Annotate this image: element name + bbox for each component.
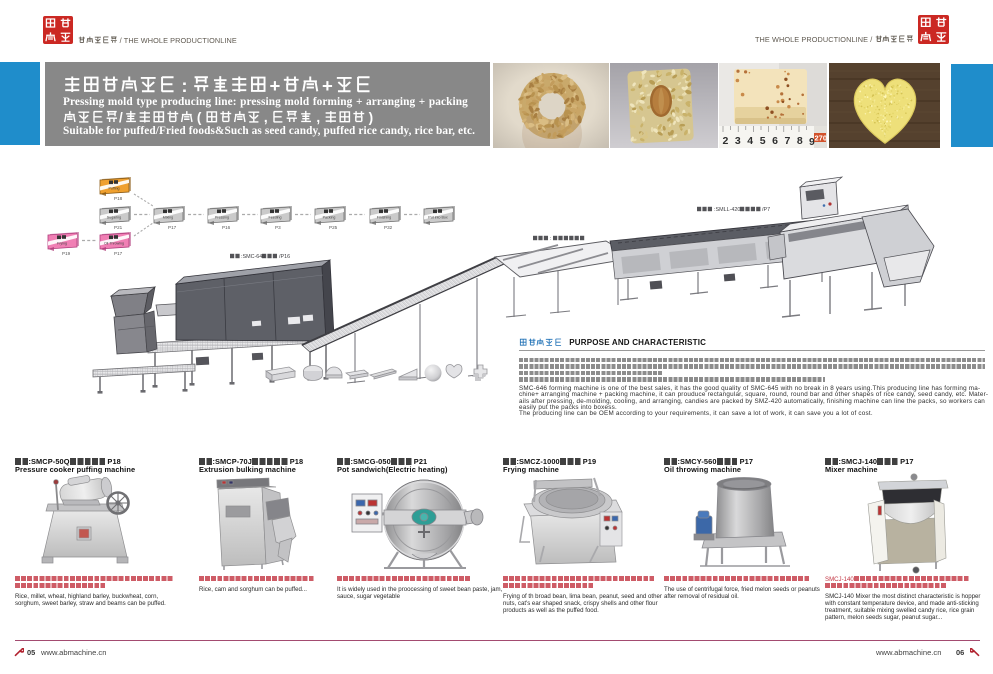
svg-text:Packing: Packing bbox=[323, 216, 336, 220]
svg-text:P25: P25 bbox=[329, 225, 338, 230]
svg-text::SMLL-420: :SMLL-420 bbox=[714, 207, 740, 213]
svg-text:4: 4 bbox=[747, 135, 753, 147]
svg-text:P17: P17 bbox=[168, 225, 177, 230]
svg-text:P17: P17 bbox=[114, 251, 123, 256]
svg-text:Feeding: Feeding bbox=[269, 216, 282, 220]
svg-text:P21: P21 bbox=[114, 225, 123, 230]
svg-text:Puffing: Puffing bbox=[108, 187, 119, 191]
svg-text:7: 7 bbox=[785, 135, 791, 147]
svg-text:270: 270 bbox=[815, 134, 828, 143]
svg-text:P3: P3 bbox=[275, 225, 281, 230]
svg-text:5: 5 bbox=[760, 135, 766, 147]
svg-text::SMC-646: :SMC-646 bbox=[241, 254, 265, 260]
svg-text:Pressing: Pressing bbox=[215, 216, 229, 220]
svg-text:Sugaring: Sugaring bbox=[107, 216, 121, 220]
svg-text:P32: P32 bbox=[384, 225, 393, 230]
svg-text:3: 3 bbox=[735, 135, 741, 147]
svg-text:Put into Box: Put into Box bbox=[428, 216, 448, 220]
svg-text:/P7: /P7 bbox=[762, 207, 770, 213]
svg-text:8: 8 bbox=[797, 135, 803, 147]
svg-text:P18: P18 bbox=[114, 196, 123, 201]
svg-text:Finishing: Finishing bbox=[377, 216, 391, 220]
svg-text:P16: P16 bbox=[222, 225, 231, 230]
svg-text:2: 2 bbox=[723, 135, 729, 147]
svg-text::: : bbox=[550, 236, 552, 242]
svg-text:P19: P19 bbox=[62, 251, 71, 256]
svg-text:6: 6 bbox=[772, 135, 778, 147]
svg-text:Frying: Frying bbox=[57, 242, 67, 246]
svg-text:/P16: /P16 bbox=[279, 254, 290, 260]
svg-text:9: 9 bbox=[809, 136, 815, 148]
svg-text:Mixing: Mixing bbox=[163, 216, 173, 220]
svg-text:Oil Throwing: Oil Throwing bbox=[104, 242, 124, 246]
